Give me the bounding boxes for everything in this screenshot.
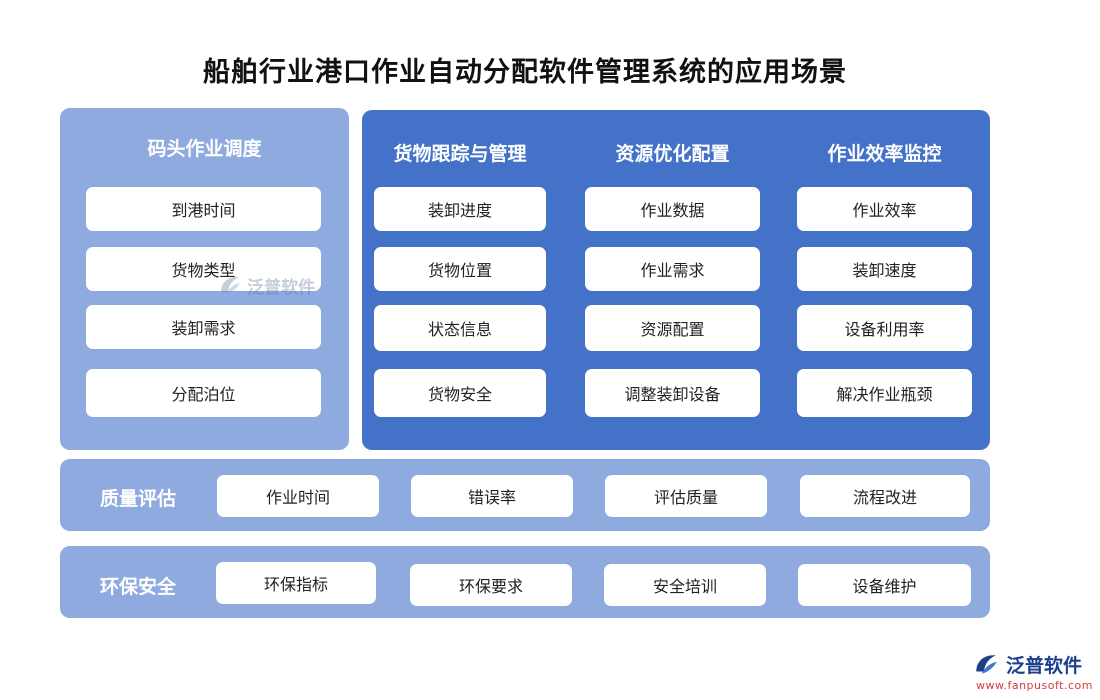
efficiency-monitoring-heading: 作业效率监控 bbox=[827, 143, 942, 165]
quality-item-time: 作业时间 bbox=[217, 475, 379, 517]
efficiency-item-efficiency: 作业效率 bbox=[797, 187, 972, 231]
watermark-logo: 泛普软件 bbox=[217, 272, 315, 298]
cargo-item-safety: 货物安全 bbox=[374, 369, 546, 417]
efficiency-item-bottleneck: 解决作业瓶颈 bbox=[797, 369, 972, 417]
brand-logo: 泛普软件 bbox=[972, 650, 1082, 678]
main-columns-panel: 货物跟踪与管理 装卸进度 货物位置 状态信息 货物安全 资源优化配置 作业数据 … bbox=[362, 110, 990, 450]
env-item-requirements: 环保要求 bbox=[410, 564, 572, 606]
env-item-equipment-maintenance: 设备维护 bbox=[798, 564, 971, 606]
dock-item-arrival-time: 到港时间 bbox=[86, 187, 321, 231]
quality-evaluation-row: 质量评估 作业时间 错误率 评估质量 流程改进 bbox=[60, 459, 990, 531]
resource-item-demand: 作业需求 bbox=[585, 247, 760, 291]
dock-item-cargo-type: 货物类型 bbox=[86, 247, 321, 291]
watermark-text: 泛普软件 bbox=[247, 277, 315, 298]
brand-url: www.fanpusoft.com bbox=[976, 679, 1093, 692]
environment-safety-label: 环保安全 bbox=[100, 576, 177, 598]
cargo-item-location: 货物位置 bbox=[374, 247, 546, 291]
environment-safety-row: 环保安全 环保指标 环保要求 安全培训 设备维护 bbox=[60, 546, 990, 618]
quality-item-process-improvement: 流程改进 bbox=[800, 475, 970, 517]
resource-item-adjust-equipment: 调整装卸设备 bbox=[585, 369, 760, 417]
cargo-item-progress: 装卸进度 bbox=[374, 187, 546, 231]
dock-item-handling-demand: 装卸需求 bbox=[86, 305, 321, 349]
efficiency-item-utilization: 设备利用率 bbox=[797, 305, 972, 351]
quality-item-error-rate: 错误率 bbox=[411, 475, 573, 517]
fanpu-watermark-icon bbox=[221, 276, 240, 294]
env-item-safety-training: 安全培训 bbox=[604, 564, 766, 606]
dock-item-berth-allocation: 分配泊位 bbox=[86, 369, 321, 417]
resource-optimization-heading: 资源优化配置 bbox=[615, 143, 730, 165]
env-item-indicators: 环保指标 bbox=[216, 562, 376, 604]
cargo-item-status: 状态信息 bbox=[374, 305, 546, 351]
brand-name: 泛普软件 bbox=[1006, 654, 1083, 677]
fanpu-logo-icon bbox=[976, 655, 997, 674]
quality-evaluation-label: 质量评估 bbox=[100, 488, 177, 510]
cargo-tracking-heading: 货物跟踪与管理 bbox=[393, 143, 527, 165]
dock-scheduling-panel: 码头作业调度 到港时间 货物类型 装卸需求 分配泊位 bbox=[60, 108, 349, 450]
resource-item-allocation: 资源配置 bbox=[585, 305, 760, 351]
dock-scheduling-heading: 码头作业调度 bbox=[147, 138, 262, 160]
page-title: 船舶行业港口作业自动分配软件管理系统的应用场景 bbox=[203, 57, 847, 88]
resource-item-data: 作业数据 bbox=[585, 187, 760, 231]
quality-item-evaluate: 评估质量 bbox=[605, 475, 767, 517]
efficiency-item-speed: 装卸速度 bbox=[797, 247, 972, 291]
